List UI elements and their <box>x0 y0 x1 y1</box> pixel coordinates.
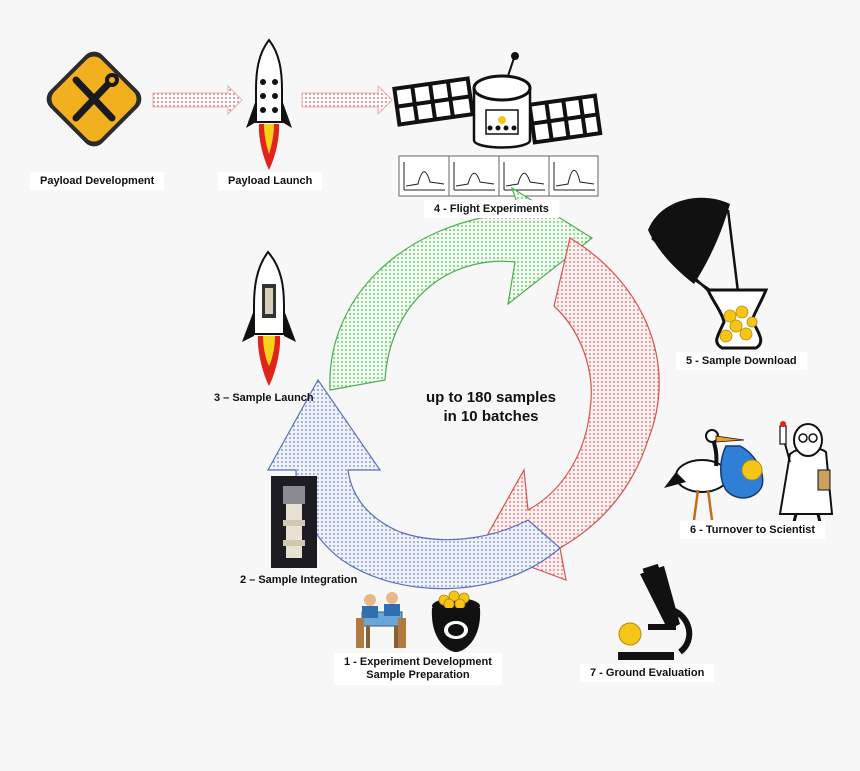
label-experiment-development-line2: Sample Preparation <box>366 669 470 681</box>
cycle-arrow-blue <box>266 378 561 590</box>
label-payload-launch: Payload Launch <box>218 172 323 190</box>
cycle-arrow-green <box>329 186 594 391</box>
label-payload-development: Payload Development <box>30 172 165 190</box>
rocket-icon <box>246 38 292 170</box>
cycle-center-text: up to 180 samples in 10 batches <box>380 388 602 426</box>
label-ground-evaluation: 7 - Ground Evaluation <box>580 664 715 682</box>
lab-team-icon <box>356 592 406 648</box>
label-turnover-to-scientist: 6 - Turnover to Scientist <box>680 521 826 539</box>
dotted-arrow-icon <box>152 85 243 115</box>
sample-pot-icon <box>431 590 481 652</box>
label-sample-download: 5 - Sample Download <box>676 352 807 370</box>
dotted-arrow-icon <box>301 85 393 115</box>
tools-sign-icon <box>46 51 142 147</box>
sample-container-photo <box>271 476 317 568</box>
cycle-arrows <box>266 186 660 590</box>
stork-icon <box>664 429 764 521</box>
scientist-icon <box>778 421 834 523</box>
label-experiment-development-line1: 1 - Experiment Development <box>344 656 492 668</box>
microscope-icon <box>618 563 693 660</box>
flight-data-charts <box>398 155 599 197</box>
center-text-line2: in 10 batches <box>443 408 539 425</box>
center-text-line1: up to 180 samples <box>425 389 557 406</box>
satellite-icon <box>392 52 603 149</box>
label-sample-launch: 3 – Sample Launch <box>214 392 314 404</box>
label-flight-experiments: 4 - Flight Experiments <box>424 200 559 218</box>
sample-rocket-icon <box>242 250 296 386</box>
label-experiment-development: 1 - Experiment Development Sample Prepar… <box>334 653 502 685</box>
parachute-icon <box>648 197 769 350</box>
label-sample-integration: 2 – Sample Integration <box>240 574 358 586</box>
